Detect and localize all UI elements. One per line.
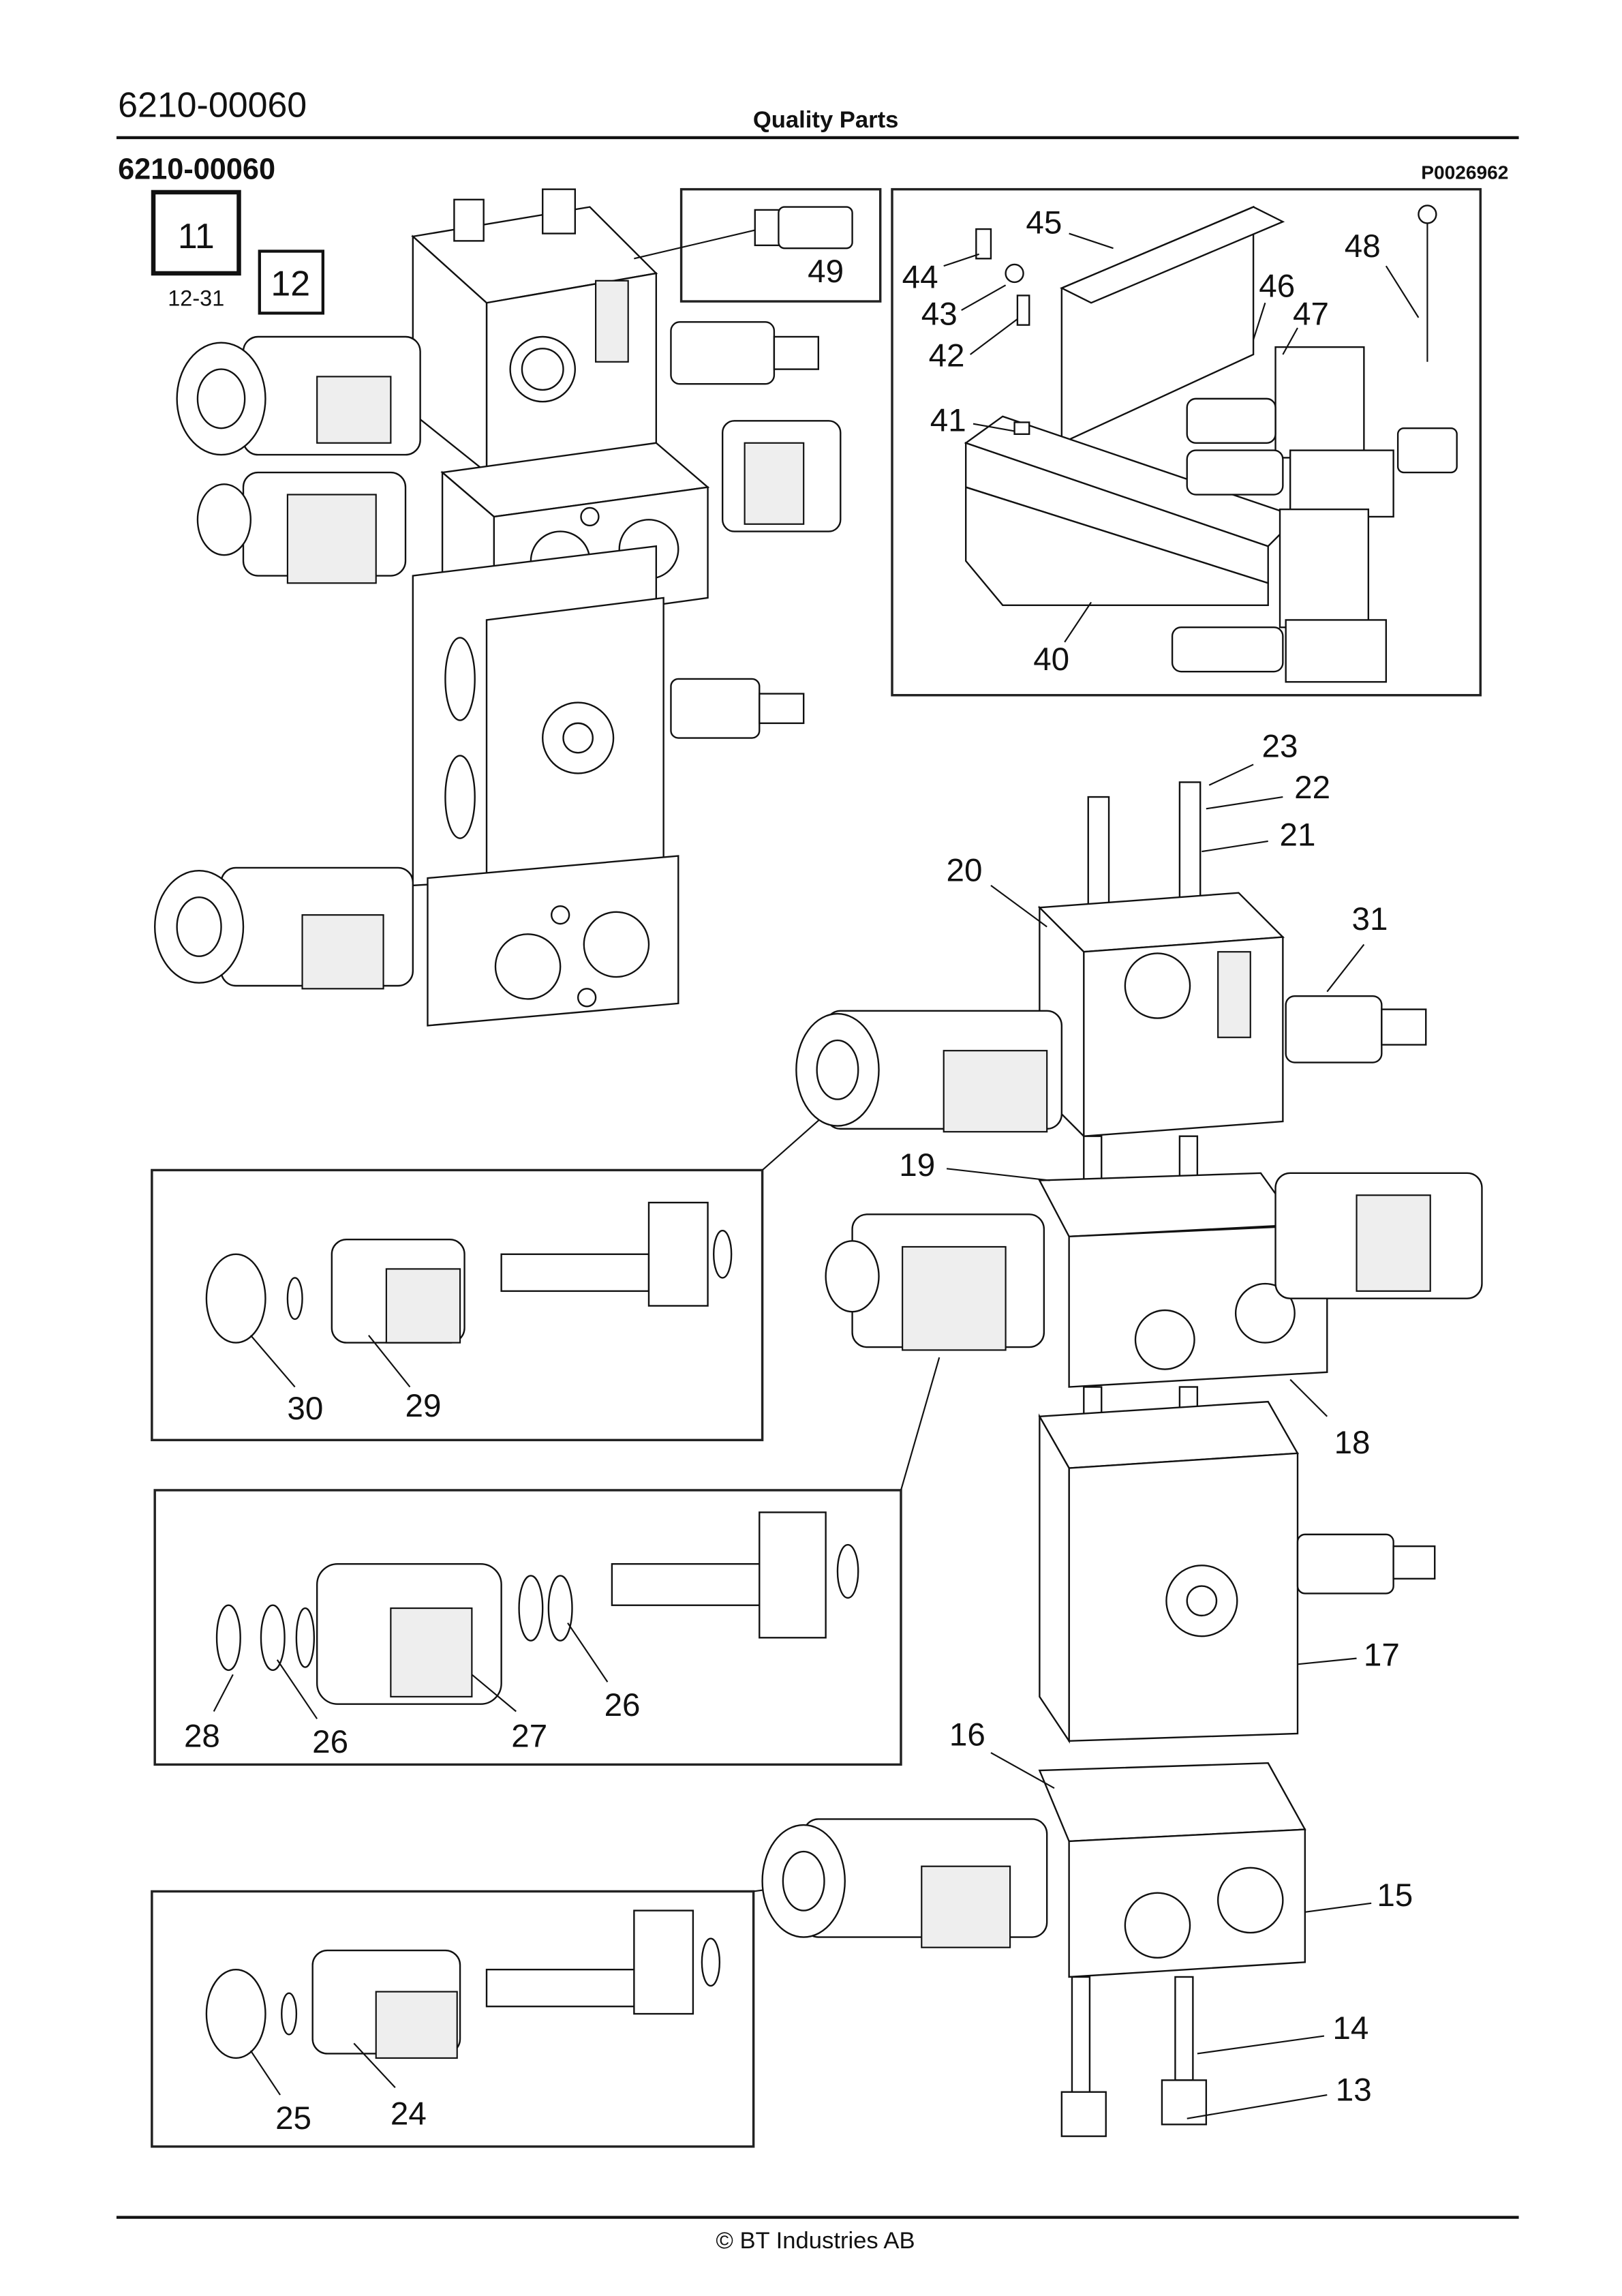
callout-label: 40 — [1033, 641, 1069, 678]
ref-box-11[interactable]: 11 — [151, 190, 241, 276]
ref-box-11-label: 11 — [178, 217, 215, 256]
detail-frame-coil-b — [153, 1489, 902, 1766]
leader-line — [973, 423, 1015, 432]
leader-line — [1297, 1657, 1357, 1665]
callout-label: 41 — [930, 402, 966, 438]
leader-line — [990, 1752, 1055, 1789]
leader-line — [249, 2050, 281, 2096]
leader-line — [1304, 1902, 1372, 1913]
detail-frame-coil-a — [151, 1168, 764, 1442]
callout-label: 46 — [1259, 269, 1295, 305]
leader-line — [471, 1674, 517, 1712]
leader-line — [249, 1335, 296, 1388]
callout-label: 29 — [405, 1388, 441, 1424]
coil-detail-c-parts — [205, 1909, 721, 2059]
leader-line — [1197, 2035, 1325, 2055]
callout-label: 17 — [1364, 1637, 1400, 1673]
leader-line — [1326, 943, 1365, 993]
doc-number: 6210-00060 — [118, 86, 307, 125]
leader-line — [961, 284, 1007, 311]
leader-line — [567, 1622, 609, 1682]
callout-label: 45 — [1026, 205, 1062, 241]
bracket-assembly — [964, 205, 1458, 683]
leader-line — [946, 1168, 1050, 1181]
callout-label: 24 — [391, 2096, 427, 2132]
callout-label: 43 — [921, 297, 958, 333]
picture-id: P0026962 — [1421, 162, 1508, 183]
leader-line — [990, 885, 1047, 928]
leader-line — [1187, 2094, 1328, 2119]
leader-line — [1202, 840, 1268, 853]
callout-label: 48 — [1345, 228, 1381, 265]
callout-label: 16 — [949, 1717, 985, 1753]
callout-label: 14 — [1332, 2010, 1368, 2046]
leader-line — [1064, 601, 1092, 643]
leader-line — [1069, 232, 1114, 250]
callout-label: 28 — [184, 1718, 220, 1754]
callout-label: 15 — [1377, 1877, 1413, 1914]
assembled-valve-stack — [153, 188, 842, 1027]
ref-box-12[interactable]: 12 — [258, 250, 324, 315]
copyright: © BT Industries AB — [716, 2228, 915, 2254]
part-49-plug — [634, 206, 853, 260]
detail-frame-bracket — [891, 187, 1482, 697]
exploded-valve-stack — [761, 781, 1483, 2137]
figure-title: 6210-00060 — [118, 153, 275, 185]
callout-label: 27 — [511, 1718, 547, 1754]
coil-detail-a-parts — [205, 1201, 733, 1344]
leader-line — [353, 2042, 396, 2088]
leader-line — [368, 1335, 411, 1388]
callout-label: 26 — [312, 1724, 348, 1760]
callout-label: 30 — [287, 1391, 323, 1427]
leader-line — [276, 1659, 318, 1719]
callout-label: 21 — [1280, 817, 1316, 853]
callout-label: 49 — [808, 254, 844, 290]
callout-label: 20 — [947, 852, 983, 888]
leader-line — [1289, 1378, 1328, 1417]
ref-box-12-label: 12 — [271, 264, 310, 303]
callout-label: 18 — [1334, 1425, 1371, 1461]
callout-label: 26 — [605, 1687, 641, 1723]
leader-line — [1282, 327, 1298, 355]
leader-line — [943, 253, 979, 267]
callout-label: 42 — [929, 337, 965, 374]
callout-label: 19 — [899, 1147, 935, 1183]
callout-label: 22 — [1294, 770, 1330, 806]
callout-label: 31 — [1352, 901, 1388, 937]
ref-box-11-pages: 12-31 — [168, 286, 224, 311]
callout-label: 44 — [902, 260, 938, 296]
coil-detail-b-parts — [215, 1511, 859, 1705]
detail-frame-coil-c — [151, 1890, 755, 2148]
callout-label: 47 — [1293, 297, 1329, 333]
leader-line — [213, 1674, 234, 1712]
callout-label: 25 — [275, 2100, 311, 2136]
leader-line — [970, 318, 1018, 355]
leader-line — [1385, 265, 1420, 318]
callout-label: 13 — [1336, 2072, 1372, 2109]
leader-line — [1253, 302, 1266, 340]
callout-label: 23 — [1262, 729, 1298, 765]
leader-line — [1206, 796, 1283, 810]
brand-label: Quality Parts — [753, 107, 899, 133]
detail-frame-49 — [679, 187, 882, 303]
leader-line — [1208, 764, 1254, 786]
